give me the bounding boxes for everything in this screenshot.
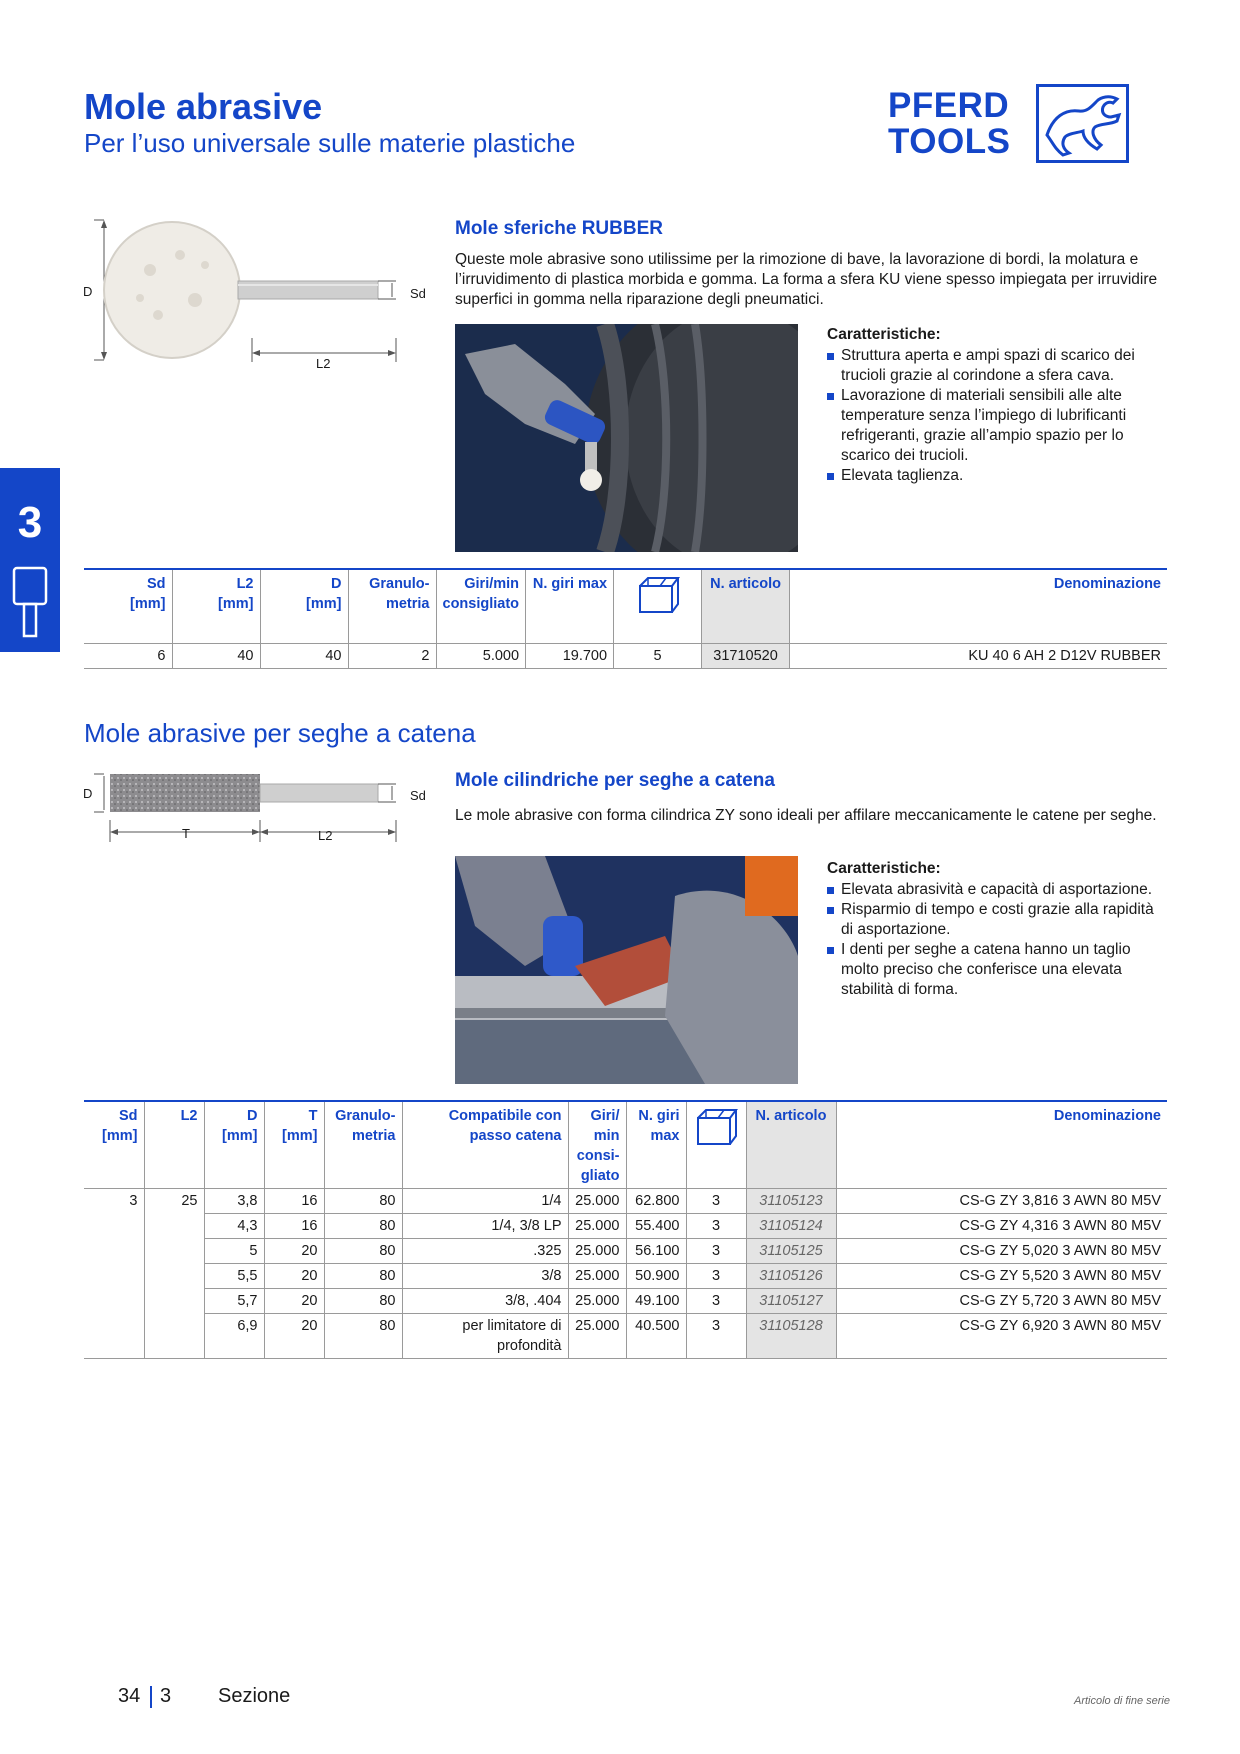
col-header-grit: Granulo-metria bbox=[348, 568, 437, 643]
col-header-max-rpm: N. giri max bbox=[525, 568, 615, 643]
col-header-grit: Granulo-metria bbox=[324, 1100, 403, 1189]
bullet-square-icon bbox=[827, 473, 834, 480]
col-header-l2: L2 bbox=[144, 1100, 205, 1189]
package-box-icon bbox=[697, 1109, 738, 1145]
section2-spec-table: Sd[mm] L2 D[mm] T[mm] Granulo-metria Com… bbox=[84, 1100, 1167, 1359]
col-header-package bbox=[686, 1100, 747, 1189]
col-header-designation: Denominazione bbox=[789, 568, 1167, 643]
list-item: Elevata abrasività e capacità di asporta… bbox=[827, 880, 1167, 900]
section1-features-list: Struttura aperta e ampi spazi di scarico… bbox=[827, 346, 1167, 486]
footer-note: Articolo di fine serie bbox=[1074, 1695, 1170, 1707]
page-title: Mole abrasive bbox=[84, 86, 323, 127]
section1-title: Mole sferiche RUBBER bbox=[455, 218, 663, 239]
section2-title: Mole cilindriche per seghe a catena bbox=[455, 770, 775, 791]
bullet-square-icon bbox=[827, 947, 834, 954]
chainsaw-sharpening-photo bbox=[455, 856, 798, 1084]
chapter-number: 3 bbox=[17, 498, 43, 547]
chapter-tab bbox=[0, 468, 60, 652]
diagram-label-d: D bbox=[83, 284, 93, 299]
col-header-rpm: Giri/min consi- gliato bbox=[568, 1100, 627, 1189]
diagram-label-l2: L2 bbox=[318, 828, 333, 843]
list-item: Risparmio di tempo e costi grazie alla r… bbox=[827, 900, 1167, 940]
col-header-sd: Sd[mm] bbox=[84, 568, 173, 643]
col-header-package bbox=[613, 568, 703, 643]
diagram-label-t: T bbox=[182, 826, 190, 841]
footer-section-label: Sezione bbox=[218, 1685, 291, 1707]
section1-spec-table: Sd[mm] L2[mm] D[mm] Granulo-metria Giri/… bbox=[84, 568, 1167, 669]
ball-point-diagram bbox=[94, 219, 397, 362]
col-header-d: D[mm] bbox=[260, 568, 349, 643]
col-header-sd: Sd[mm] bbox=[84, 1100, 145, 1189]
table-row: 6 40 40 2 5.000 19.700 5 31710520 KU 40 … bbox=[84, 643, 1167, 668]
section2-description: Le mole abrasive con forma cilindrica ZY… bbox=[455, 807, 1157, 824]
footer-divider bbox=[150, 1686, 152, 1708]
page-subtitle: Per l’uso universale sulle materie plast… bbox=[84, 128, 576, 158]
cylinder-point-diagram bbox=[94, 773, 397, 842]
section2-features-title: Caratteristiche: bbox=[827, 860, 941, 877]
mounted-point-icon bbox=[12, 566, 48, 638]
bullet-square-icon bbox=[827, 907, 834, 914]
package-box-icon bbox=[638, 577, 680, 613]
col-header-designation: Denominazione bbox=[836, 1100, 1167, 1189]
col-header-l2: L2[mm] bbox=[172, 568, 261, 643]
col-header-t: T[mm] bbox=[264, 1100, 325, 1189]
bullet-square-icon bbox=[827, 393, 834, 400]
footer-section-number: 3 bbox=[160, 1685, 172, 1707]
horse-logo-icon bbox=[1036, 84, 1129, 163]
section2-heading: Mole abrasive per seghe a catena bbox=[84, 718, 476, 748]
col-header-d: D[mm] bbox=[204, 1100, 265, 1189]
col-header-article-no: N. articolo bbox=[701, 568, 791, 643]
page-number: 34 bbox=[118, 1685, 141, 1707]
section2-features-list: Elevata abrasività e capacità di asporta… bbox=[827, 880, 1167, 1000]
brand-logo-text: PFERD TOOLS bbox=[888, 86, 1011, 161]
bullet-square-icon bbox=[827, 353, 834, 360]
section1-features-title: Caratteristiche: bbox=[827, 326, 941, 343]
list-item: I denti per seghe a catena hanno un tagl… bbox=[827, 940, 1167, 1000]
col-header-article-no: N. articolo bbox=[746, 1100, 837, 1189]
diagram-label-sd: Sd bbox=[410, 286, 426, 301]
list-item: Elevata taglienza. bbox=[827, 466, 1167, 486]
bullet-square-icon bbox=[827, 887, 834, 894]
list-item: Struttura aperta e ampi spazi di scarico… bbox=[827, 346, 1167, 386]
diagram-label-d: D bbox=[83, 786, 93, 801]
list-item: Lavorazione di materiali sensibili alle … bbox=[827, 386, 1167, 466]
section1-description: Queste mole abrasive sono utilissime per… bbox=[455, 251, 1158, 308]
tire-sanding-photo bbox=[455, 324, 798, 552]
diagram-label-l2: L2 bbox=[316, 356, 331, 371]
diagram-label-sd: Sd bbox=[410, 788, 426, 803]
